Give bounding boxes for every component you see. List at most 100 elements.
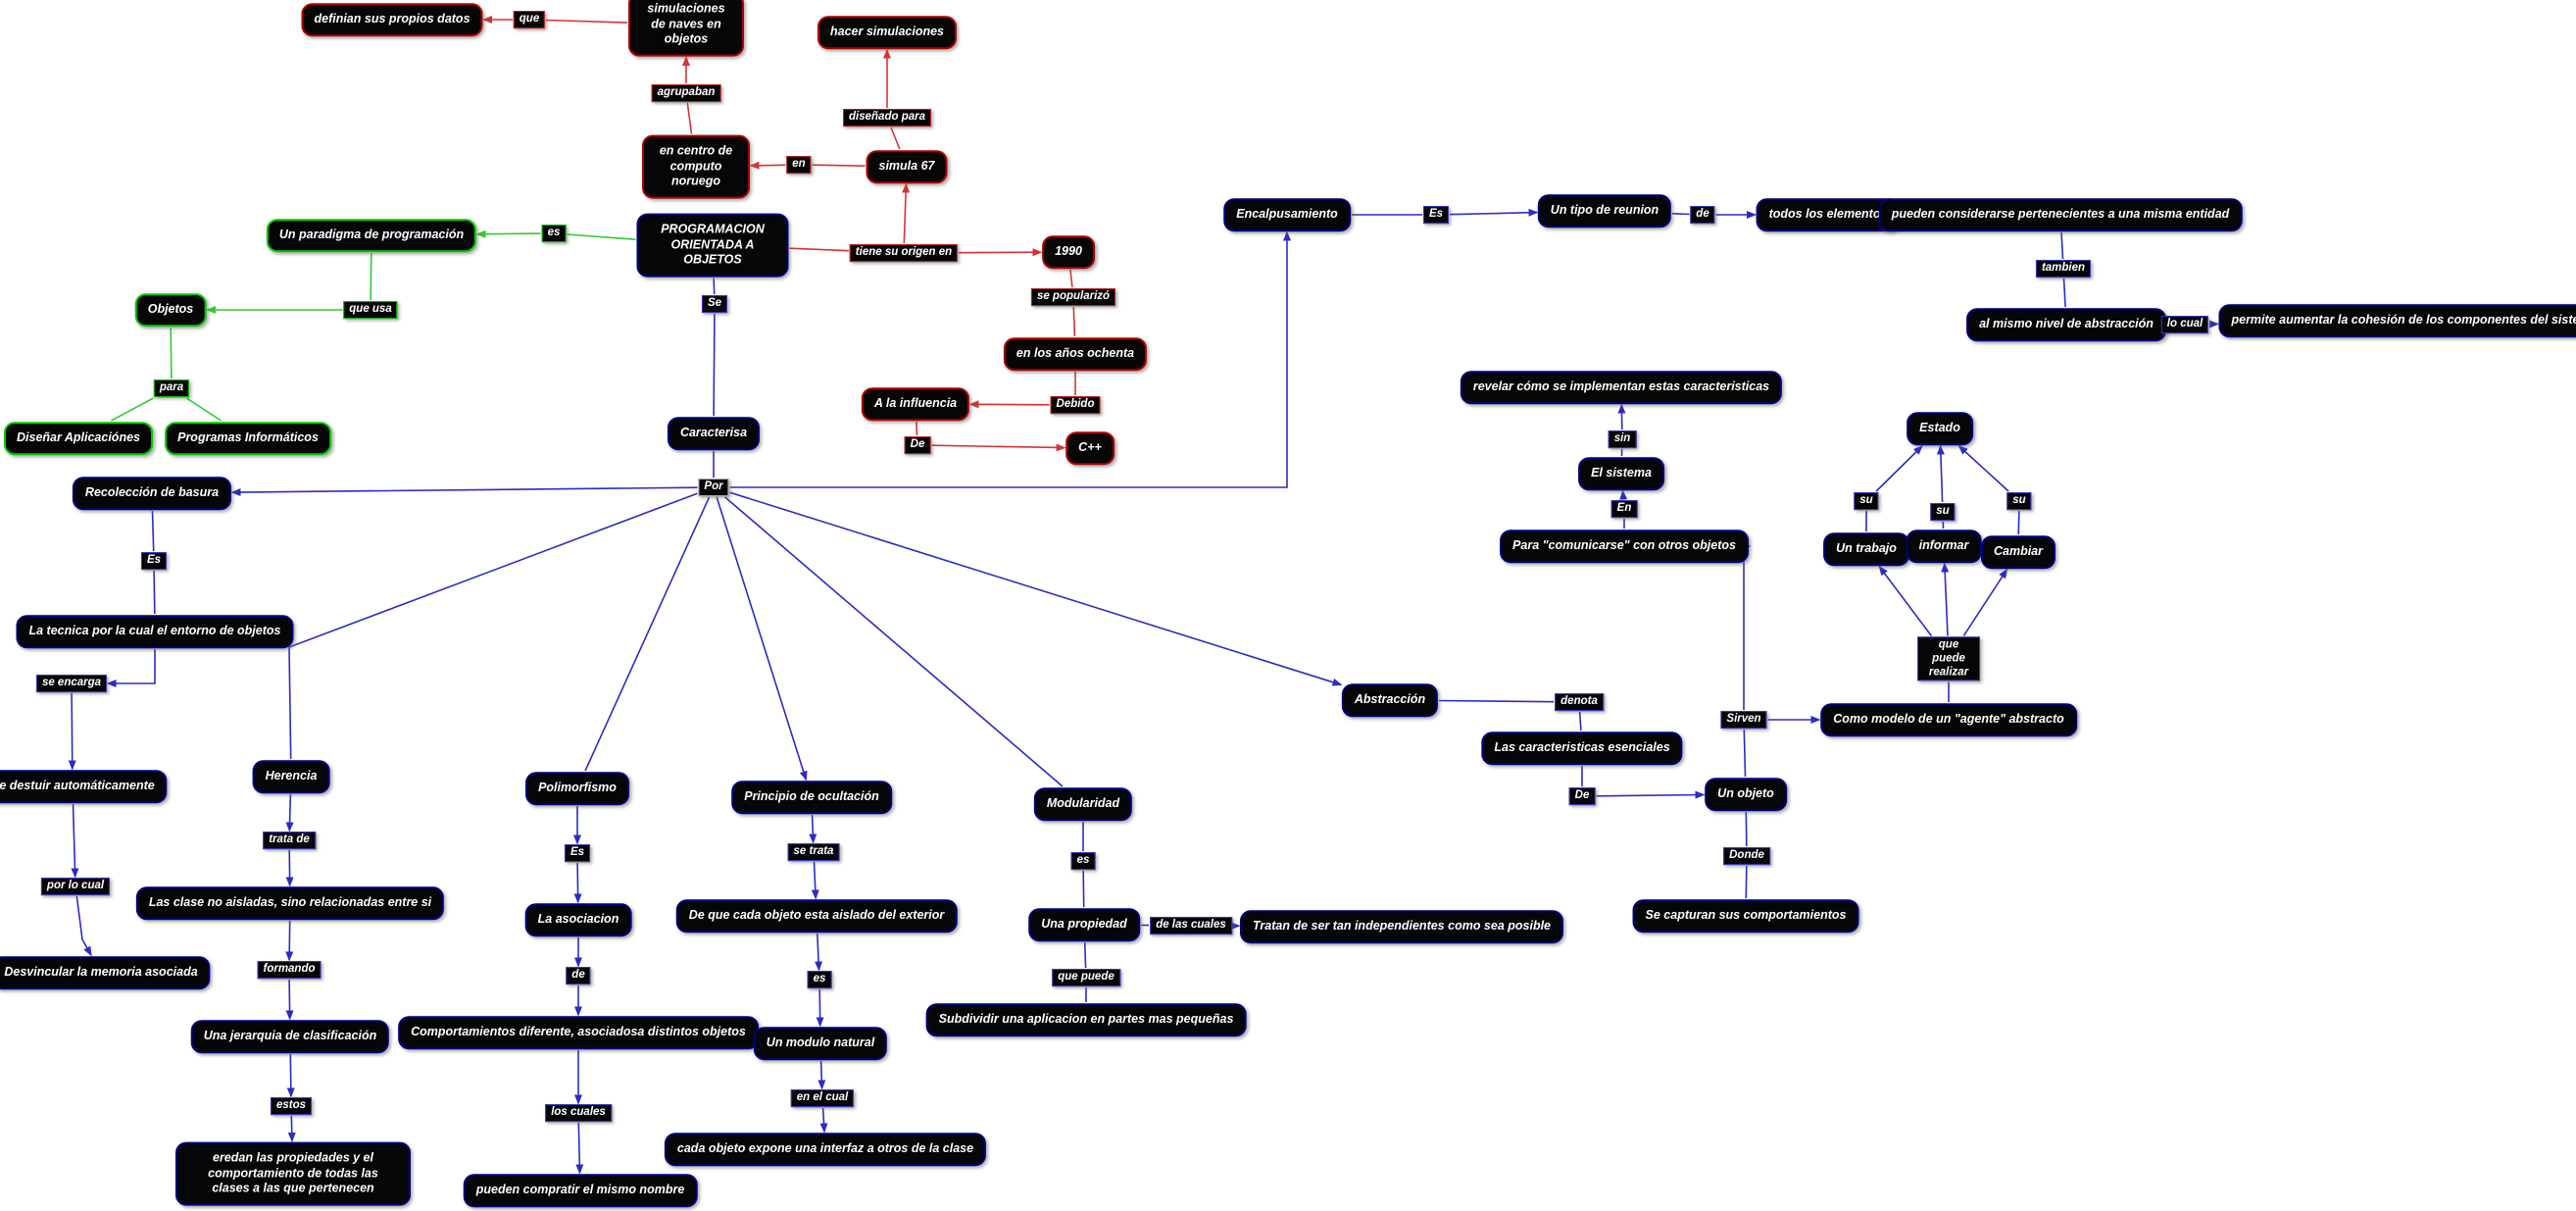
link-label-donde[interactable]: Donde: [1723, 847, 1770, 865]
concept-simulaciones[interactable]: simulaciones de naves en objetos: [628, 0, 744, 57]
link-label-seencarga[interactable]: se encarga: [35, 675, 108, 692]
concept-untrabajo[interactable]: Un trabajo: [1823, 532, 1909, 566]
concept-secapturan[interactable]: Se capturan sus comportamientos: [1632, 899, 1859, 933]
concept-definian[interactable]: definian sus propios datos: [301, 3, 483, 36]
link-label-es_p[interactable]: Es: [564, 844, 591, 862]
concept-recoleccion[interactable]: Recolección de basura: [72, 477, 232, 510]
link-label-para_g[interactable]: para: [153, 379, 190, 397]
concept-asociacion[interactable]: La asociacion: [524, 903, 632, 936]
concept-n1990[interactable]: 1990: [1042, 235, 1095, 269]
link-label-de_r[interactable]: De: [904, 436, 931, 454]
link-label-en_s[interactable]: En: [1610, 500, 1638, 518]
link-label-es_g[interactable]: es: [541, 225, 567, 242]
link-label-delascuales[interactable]: de las cuales: [1150, 917, 1232, 934]
link-label-es_e[interactable]: Es: [1422, 206, 1450, 224]
concept-unapropiedad[interactable]: Una propiedad: [1028, 908, 1140, 941]
concept-permite[interactable]: permite aumentar la cohesión de los comp…: [2218, 304, 2576, 337]
concept-modulonatural[interactable]: Un modulo natural: [753, 1027, 888, 1060]
link-label-porlocual[interactable]: por lo cual: [40, 878, 111, 895]
concept-puedenconsiderarse[interactable]: pueden considerarse pertenecientes a una…: [1878, 198, 2243, 231]
link-label-su2[interactable]: su: [1930, 503, 1956, 521]
link-label-locual[interactable]: lo cual: [2160, 316, 2209, 333]
concept-elsistema[interactable]: El sistema: [1578, 457, 1664, 490]
concept-abstraccion[interactable]: Abstracción: [1341, 683, 1439, 717]
link-label-su3[interactable]: su: [2006, 492, 2032, 510]
link-label-es_m[interactable]: es: [1070, 852, 1096, 870]
concept-objetos[interactable]: Objetos: [134, 293, 207, 327]
concept-jerarquia[interactable]: Una jerarquia de clasificación: [190, 1020, 390, 1053]
concept-hacersim[interactable]: hacer simulaciones: [817, 16, 958, 49]
concept-comportamientos[interactable]: Comportamientos diferente, asociadosa di…: [398, 1016, 759, 1049]
link-label-quepuederealizar[interactable]: que puede realizar: [1917, 636, 1980, 681]
link-label-queusa[interactable]: que usa: [343, 301, 398, 319]
concept-encentro[interactable]: en centro de computo noruego: [642, 134, 750, 199]
concept-untipo[interactable]: Un tipo de reunion: [1537, 194, 1672, 227]
concept-polimorfismo[interactable]: Polimorfismo: [525, 772, 629, 805]
link-label-tienesuorigen[interactable]: tiene su origen en: [849, 244, 959, 262]
link-label-en_r[interactable]: en: [786, 156, 812, 174]
link-label-sirven[interactable]: Sirven: [1720, 711, 1767, 729]
concept-caracterisa[interactable]: Caracterisa: [667, 417, 761, 450]
concept-subdividir[interactable]: Subdividir una aplicacion en partes mas …: [925, 1003, 1247, 1036]
edge-en_r-encentro: [749, 161, 786, 170]
concept-dequecada[interactable]: De que cada objeto esta aislado del exte…: [675, 899, 958, 933]
edge-n1990-sepop: [1069, 269, 1073, 288]
concept-comomodelo[interactable]: Como modelo de un "agente" abstracto: [1820, 703, 2077, 736]
concept-paracomunicarse[interactable]: Para "comunicarse" con otros objetos: [1500, 530, 1749, 563]
link-label-quepuede_m[interactable]: que puede: [1052, 969, 1120, 986]
concept-puedencompartir[interactable]: pueden compratir el mismo nombre: [463, 1174, 698, 1207]
link-label-tratade[interactable]: trata de: [263, 832, 316, 849]
link-label-de_a[interactable]: De: [1568, 787, 1596, 805]
concept-disenar[interactable]: Diseñar Aplicaciónes: [4, 422, 153, 455]
concept-estado[interactable]: Estado: [1907, 412, 1973, 445]
link-label-agrupaban[interactable]: agrupaban: [651, 84, 721, 102]
concept-principio[interactable]: Principio de ocultación: [731, 781, 892, 814]
link-label-debido[interactable]: Debido: [1050, 396, 1101, 414]
concept-paradigma[interactable]: Un paradigma de programación: [266, 219, 477, 252]
link-label-tambien[interactable]: tambien: [2035, 260, 2092, 278]
concept-herencia[interactable]: Herencia: [252, 760, 330, 793]
concept-informar[interactable]: informar: [1906, 530, 1982, 563]
link-label-loscuales[interactable]: los cuales: [545, 1104, 612, 1122]
concept-latecnica[interactable]: La tecnica por la cual el entorno de obj…: [16, 615, 294, 648]
concept-modularidad[interactable]: Modularidad: [1033, 787, 1133, 821]
edge-en_s-elsistema: [1619, 489, 1628, 500]
concept-unobjeto[interactable]: Un objeto: [1705, 778, 1787, 811]
concept-programas[interactable]: Programas Informáticos: [165, 422, 331, 455]
link-label-formando[interactable]: formando: [257, 961, 322, 979]
concept-lasclase[interactable]: Las clase no aisladas, sino relacionadas…: [135, 886, 445, 920]
link-label-sin_s[interactable]: sin: [1608, 430, 1637, 448]
concept-eredan[interactable]: eredan las propiedades y el comportamien…: [175, 1141, 411, 1206]
concept-revelar[interactable]: revelar cómo se implementan estas caract…: [1460, 371, 1783, 404]
link-label-se_n[interactable]: Se: [701, 295, 728, 313]
edge-es_e-untipo: [1449, 208, 1539, 217]
link-label-su1[interactable]: su: [1854, 492, 1879, 510]
concept-desvincular[interactable]: Desvincular la memoria asociada: [0, 956, 211, 989]
concept-tratan[interactable]: Tratan de ser tan independientes como se…: [1239, 910, 1564, 943]
link-label-de_e[interactable]: de: [1690, 206, 1715, 224]
link-label-por[interactable]: Por: [698, 479, 729, 496]
link-label-es_o[interactable]: es: [807, 971, 832, 988]
concept-dedestuir[interactable]: De destuir automáticamente: [0, 770, 168, 803]
concept-cambiar[interactable]: Cambiar: [1980, 535, 2056, 569]
link-label-denota[interactable]: denota: [1555, 693, 1604, 711]
concept-almismonivel[interactable]: al mismo nivel de abstracción: [1966, 308, 2166, 341]
link-label-enelcual[interactable]: en el cual: [790, 1089, 855, 1107]
link-label-sepop[interactable]: se popularizó: [1030, 288, 1116, 306]
link-label-disenadopara[interactable]: diseñado para: [843, 109, 931, 126]
link-label-que_r[interactable]: que: [513, 11, 546, 28]
concept-prog[interactable]: PROGRAMACION ORIENTADA A OBJETOS: [636, 213, 789, 278]
edge-estos-eredan: [287, 1115, 296, 1142]
link-label-estos[interactable]: estos: [270, 1097, 313, 1115]
concept-influencia[interactable]: A la influencia: [861, 387, 970, 421]
concept-caracteristicas[interactable]: Las caracteristicas esenciales: [1481, 732, 1683, 765]
concept-simula67[interactable]: simula 67: [866, 150, 948, 183]
link-label-de_p[interactable]: de: [566, 967, 591, 984]
link-label-setrata[interactable]: se trata: [787, 843, 840, 861]
concept-encalpusamiento[interactable]: Encalpusamiento: [1223, 198, 1351, 231]
concept-cpp[interactable]: C++: [1065, 431, 1115, 465]
concept-ochenta[interactable]: en los años ochenta: [1003, 337, 1148, 371]
concept-cadaobjetoexpone[interactable]: cada objeto expone una interfaz a otros …: [664, 1133, 987, 1166]
concept-todos[interactable]: todos los elementos: [1756, 198, 1901, 231]
link-label-es_n1[interactable]: Es: [140, 552, 168, 570]
